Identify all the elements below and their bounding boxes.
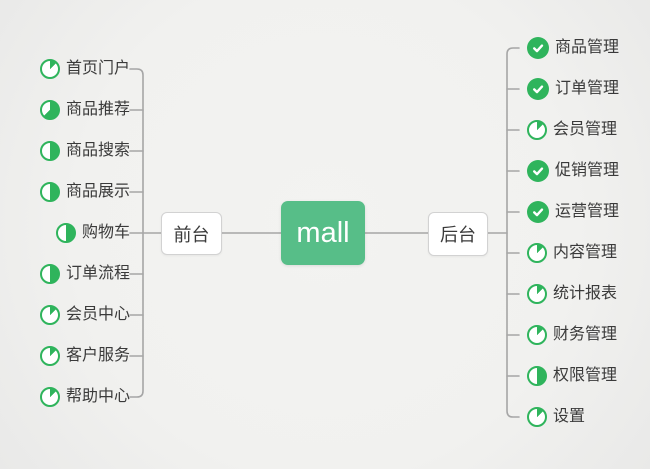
- root-node-mall[interactable]: mall: [281, 201, 365, 265]
- mindmap-item[interactable]: 会员管理: [527, 118, 617, 142]
- root-node-label: mall: [296, 216, 350, 249]
- progress-pie-icon: [527, 120, 547, 140]
- mindmap-item[interactable]: 商品展示: [39, 180, 130, 204]
- mindmap-item[interactable]: 内容管理: [527, 241, 617, 265]
- progress-pie-icon: [39, 305, 60, 325]
- mindmap-item[interactable]: 商品搜索: [39, 139, 130, 163]
- item-label: 客户服务: [65, 347, 130, 364]
- item-label: 运营管理: [555, 203, 620, 220]
- check-done-icon: [527, 160, 549, 182]
- mindmap-item[interactable]: 会员中心: [39, 303, 130, 327]
- item-label: 财务管理: [553, 326, 618, 343]
- progress-pie-icon: [527, 284, 547, 304]
- mindmap-item[interactable]: 帮助中心: [39, 385, 130, 409]
- mindmap-item[interactable]: 购物车: [55, 221, 130, 245]
- progress-pie-icon: [527, 407, 547, 427]
- mindmap-item[interactable]: 统计报表: [527, 282, 617, 306]
- mindmap-item[interactable]: 促销管理: [527, 159, 619, 183]
- progress-pie-icon: [527, 243, 547, 263]
- branch-node-label: 后台: [440, 225, 476, 245]
- item-label: 商品管理: [555, 39, 620, 56]
- item-label: 促销管理: [555, 162, 620, 179]
- progress-pie-icon: [39, 264, 60, 284]
- item-label: 商品搜索: [65, 142, 130, 159]
- progress-pie-icon: [39, 59, 60, 79]
- mindmap-item[interactable]: 商品推荐: [39, 98, 130, 122]
- progress-pie-icon: [55, 223, 76, 243]
- progress-pie-icon: [39, 346, 60, 366]
- mindmap-item[interactable]: 设置: [527, 405, 585, 429]
- progress-pie-icon: [39, 387, 60, 407]
- progress-pie-icon: [527, 366, 547, 386]
- check-done-icon: [527, 78, 549, 100]
- mindmap-item[interactable]: 商品管理: [527, 36, 619, 60]
- item-label: 会员管理: [553, 121, 618, 138]
- mindmap-item[interactable]: 首页门户: [39, 57, 130, 81]
- mindmap-item[interactable]: 订单管理: [527, 77, 619, 101]
- item-label: 统计报表: [553, 285, 618, 302]
- progress-pie-icon: [39, 182, 60, 202]
- item-label: 首页门户: [65, 60, 130, 77]
- item-label: 权限管理: [553, 367, 618, 384]
- item-label: 购物车: [81, 224, 130, 241]
- mindmap-item[interactable]: 运营管理: [527, 200, 619, 224]
- check-done-icon: [527, 37, 549, 59]
- item-label: 商品展示: [65, 183, 130, 200]
- progress-pie-icon: [527, 325, 547, 345]
- item-label: 帮助中心: [65, 388, 130, 405]
- progress-pie-icon: [39, 141, 60, 161]
- check-done-icon: [527, 201, 549, 223]
- branch-node-label: 前台: [173, 224, 210, 245]
- mindmap-item[interactable]: 财务管理: [527, 323, 617, 347]
- item-label: 商品推荐: [65, 101, 130, 118]
- mindmap-item[interactable]: 权限管理: [527, 364, 617, 388]
- branch-node-backend[interactable]: 后台: [428, 212, 488, 256]
- item-label: 订单管理: [555, 80, 620, 97]
- item-label: 订单流程: [65, 265, 130, 282]
- item-label: 内容管理: [553, 244, 618, 261]
- progress-pie-icon: [39, 100, 60, 120]
- item-label: 会员中心: [65, 306, 130, 323]
- branch-node-frontend[interactable]: 前台: [161, 212, 222, 255]
- mindmap-item[interactable]: 订单流程: [39, 262, 130, 286]
- mindmap-item[interactable]: 客户服务: [39, 344, 130, 368]
- item-label: 设置: [553, 408, 586, 425]
